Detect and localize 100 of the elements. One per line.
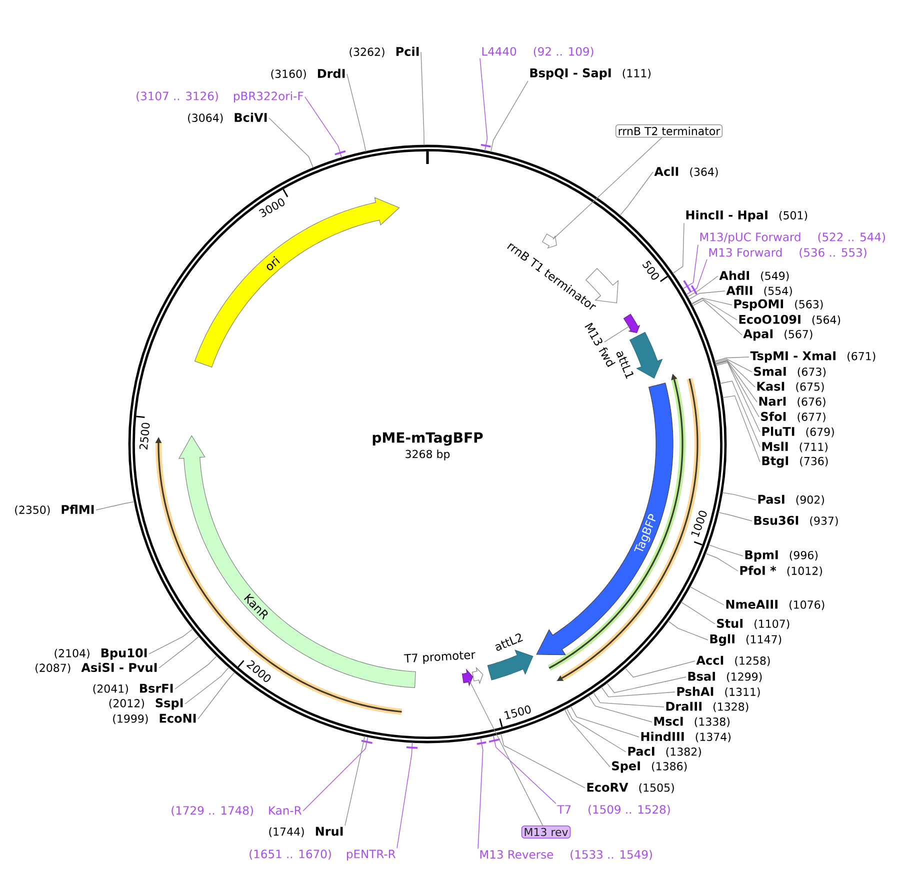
enzyme-label: PluTI (679): [762, 426, 834, 438]
feature-label: attL2: [495, 634, 524, 651]
leader-line: [682, 244, 698, 292]
enzyme-label: BpmI (996): [745, 550, 818, 562]
leader-line: [488, 735, 556, 804]
primer-label: M13 Forward (536 .. 553): [709, 248, 866, 258]
sequence-feature: [462, 668, 474, 687]
enzyme-label: AhdI (549): [719, 270, 789, 282]
leader-line: [714, 360, 756, 388]
feature-label: rrnB T2 terminator: [615, 124, 723, 138]
leader-line: [714, 358, 752, 372]
enzyme-label: (2087) AsiSI - PvuI: [36, 662, 157, 674]
primer-label: (1729 .. 1748) Kan-R: [172, 806, 302, 816]
enzyme-label: EcoO109I (564): [739, 314, 840, 326]
leader-line: [480, 58, 491, 152]
enzyme-label: Bsu36I (937): [754, 516, 838, 526]
enzyme-label: SpeI (1386): [612, 761, 687, 773]
enzyme-label: NmeAIII (1076): [726, 600, 824, 610]
primer-label: T7 (1509 .. 1528): [557, 804, 670, 816]
leader-line: [552, 137, 662, 240]
leader-line: [588, 695, 652, 722]
leader-line: [715, 360, 760, 418]
leader-line: [620, 172, 654, 216]
enzyme-label: PacI (1382): [628, 746, 701, 758]
enzyme-label: HincII - HpaI (501): [686, 210, 808, 222]
leader-line: [148, 628, 194, 654]
enzyme-label: (1744) NruI: [269, 826, 343, 838]
tick-label: 1000: [691, 510, 707, 537]
tick-label: 1500: [504, 706, 531, 720]
enzyme-label: SfoI (677): [761, 412, 826, 422]
leader-line: [592, 692, 664, 708]
leader-line: [686, 258, 708, 295]
enzyme-label: TspMI - XmaI (671): [750, 351, 876, 363]
leader-line: [668, 620, 708, 640]
leader-line: [691, 298, 738, 320]
leader-line: [705, 553, 738, 572]
leader-line: [476, 738, 486, 850]
enzyme-label: AclI (364): [654, 166, 718, 178]
leader-line: [708, 544, 744, 556]
leader-line: [718, 512, 752, 522]
enzyme-label: MscI (1338): [654, 716, 730, 728]
enzyme-label: AccI (1258): [696, 656, 770, 666]
enzyme-label: DraIII (1328): [666, 702, 748, 712]
enzyme-label: KasI (675): [757, 382, 824, 392]
enzyme-label: BsaI (1299): [688, 672, 762, 682]
enzyme-label: NarI (676): [759, 396, 826, 408]
enzyme-label: (2041) BsrFI: [93, 684, 173, 694]
enzyme-label: (3064) BciVI: [188, 112, 267, 124]
enzyme-label: PspOMI (563): [734, 299, 823, 311]
leader-line: [722, 492, 756, 500]
leader-line: [96, 501, 135, 510]
leader-line: [174, 656, 218, 690]
primer-label: (3107 .. 3126) pBR322ori-F: [136, 91, 304, 103]
leader-line: [716, 362, 760, 432]
leader-line: [692, 300, 742, 336]
leader-line: [690, 586, 724, 606]
leader-line: [396, 742, 418, 849]
leader-line: [680, 602, 716, 624]
enzyme-label: EcoRV (1505): [587, 782, 674, 794]
enzyme-label: (2104) Bpu10I: [54, 648, 147, 660]
leader-line: [500, 733, 586, 788]
feature-label: attL1: [616, 351, 634, 379]
enzyme-label: HindIII (1374): [641, 732, 730, 742]
enzyme-label: (2350) PflMI: [15, 504, 94, 516]
feature-label: M13 rev: [521, 825, 571, 839]
leader-line: [302, 736, 372, 812]
leader-line: [490, 80, 528, 152]
enzyme-label: PshAI (1311): [677, 686, 760, 698]
leader-line: [606, 676, 686, 694]
leader-line: [268, 118, 314, 168]
leader-line: [344, 736, 366, 826]
leader-line: [304, 96, 346, 158]
enzyme-label: MslI (711): [762, 442, 828, 452]
enzyme-label: (2012) SspI: [109, 698, 183, 710]
leader-line: [184, 666, 230, 704]
enzyme-label: AflII (554): [726, 286, 792, 296]
leader-line: [468, 680, 544, 826]
enzyme-label: ApaI (567): [743, 329, 812, 341]
leader-line: [688, 290, 726, 300]
leader-line: [722, 395, 760, 462]
leader-line: [198, 672, 235, 720]
leader-line: [715, 360, 758, 402]
enzyme-label: BspQI - SapI (111): [530, 68, 650, 80]
leader-line: [346, 74, 366, 152]
tick-label: 2500: [139, 422, 150, 450]
leader-line: [570, 706, 640, 738]
primer-label: (1651 .. 1670) pENTR-R: [250, 849, 396, 861]
enzyme-label: PfoI * (1012): [740, 566, 822, 576]
leader-line: [566, 708, 626, 752]
enzyme-label: (1999) EcoNI: [113, 714, 196, 724]
enzyme-label: (3262) PciI: [350, 46, 419, 58]
enzyme-label: PasI (902): [758, 494, 824, 506]
enzyme-label: BtgI (736): [762, 456, 828, 468]
primer-label: L4440 (92 .. 109): [482, 46, 594, 58]
enzyme-label: SmaI (673): [754, 366, 826, 378]
leader-line: [564, 709, 610, 768]
leader-line: [714, 356, 750, 362]
leader-line: [601, 686, 676, 698]
primer-label: M13/pUC Forward (522 .. 544): [700, 232, 885, 244]
enzyme-label: StuI (1107): [717, 618, 790, 630]
